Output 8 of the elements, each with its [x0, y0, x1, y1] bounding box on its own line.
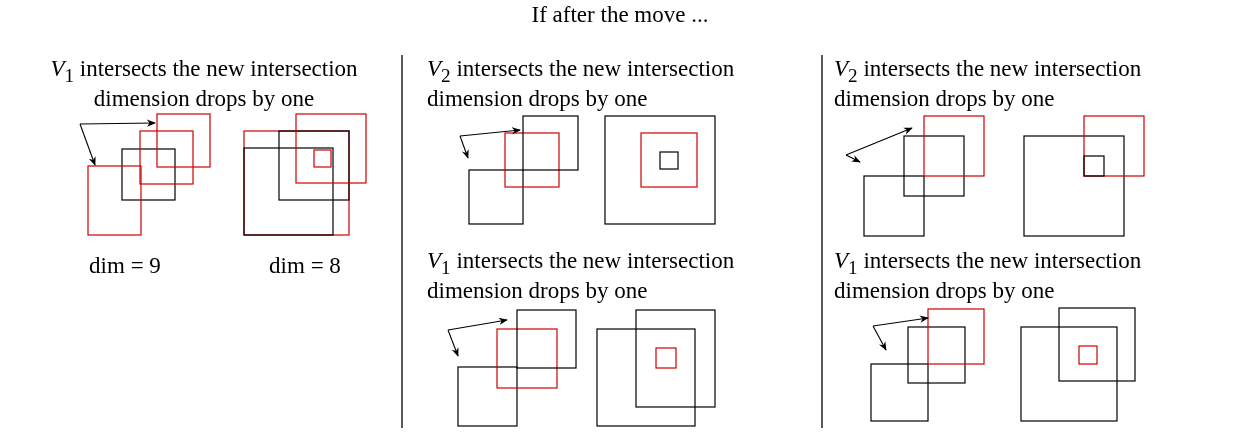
panel-heading: V$_{1}$ intersects the new intersection dimension drops by one [49, 57, 359, 110]
panel-heading: V$_{1}$ intersects the new intersection dimension drops by one [834, 249, 1143, 302]
panel-heading: V$_{2}$ intersects the new intersection dimension drops by one [427, 57, 736, 110]
panel-heading: V$_{1}$ intersects the new intersection dimension drops by one [427, 249, 736, 302]
panel-heading: V$_{2}$ intersects the new intersection dimension drops by one [834, 57, 1143, 110]
dimension-label: dim = 8 [268, 254, 342, 277]
dimension-label: dim = 9 [88, 254, 162, 277]
diagram-title: If after the move ... [530, 3, 710, 26]
